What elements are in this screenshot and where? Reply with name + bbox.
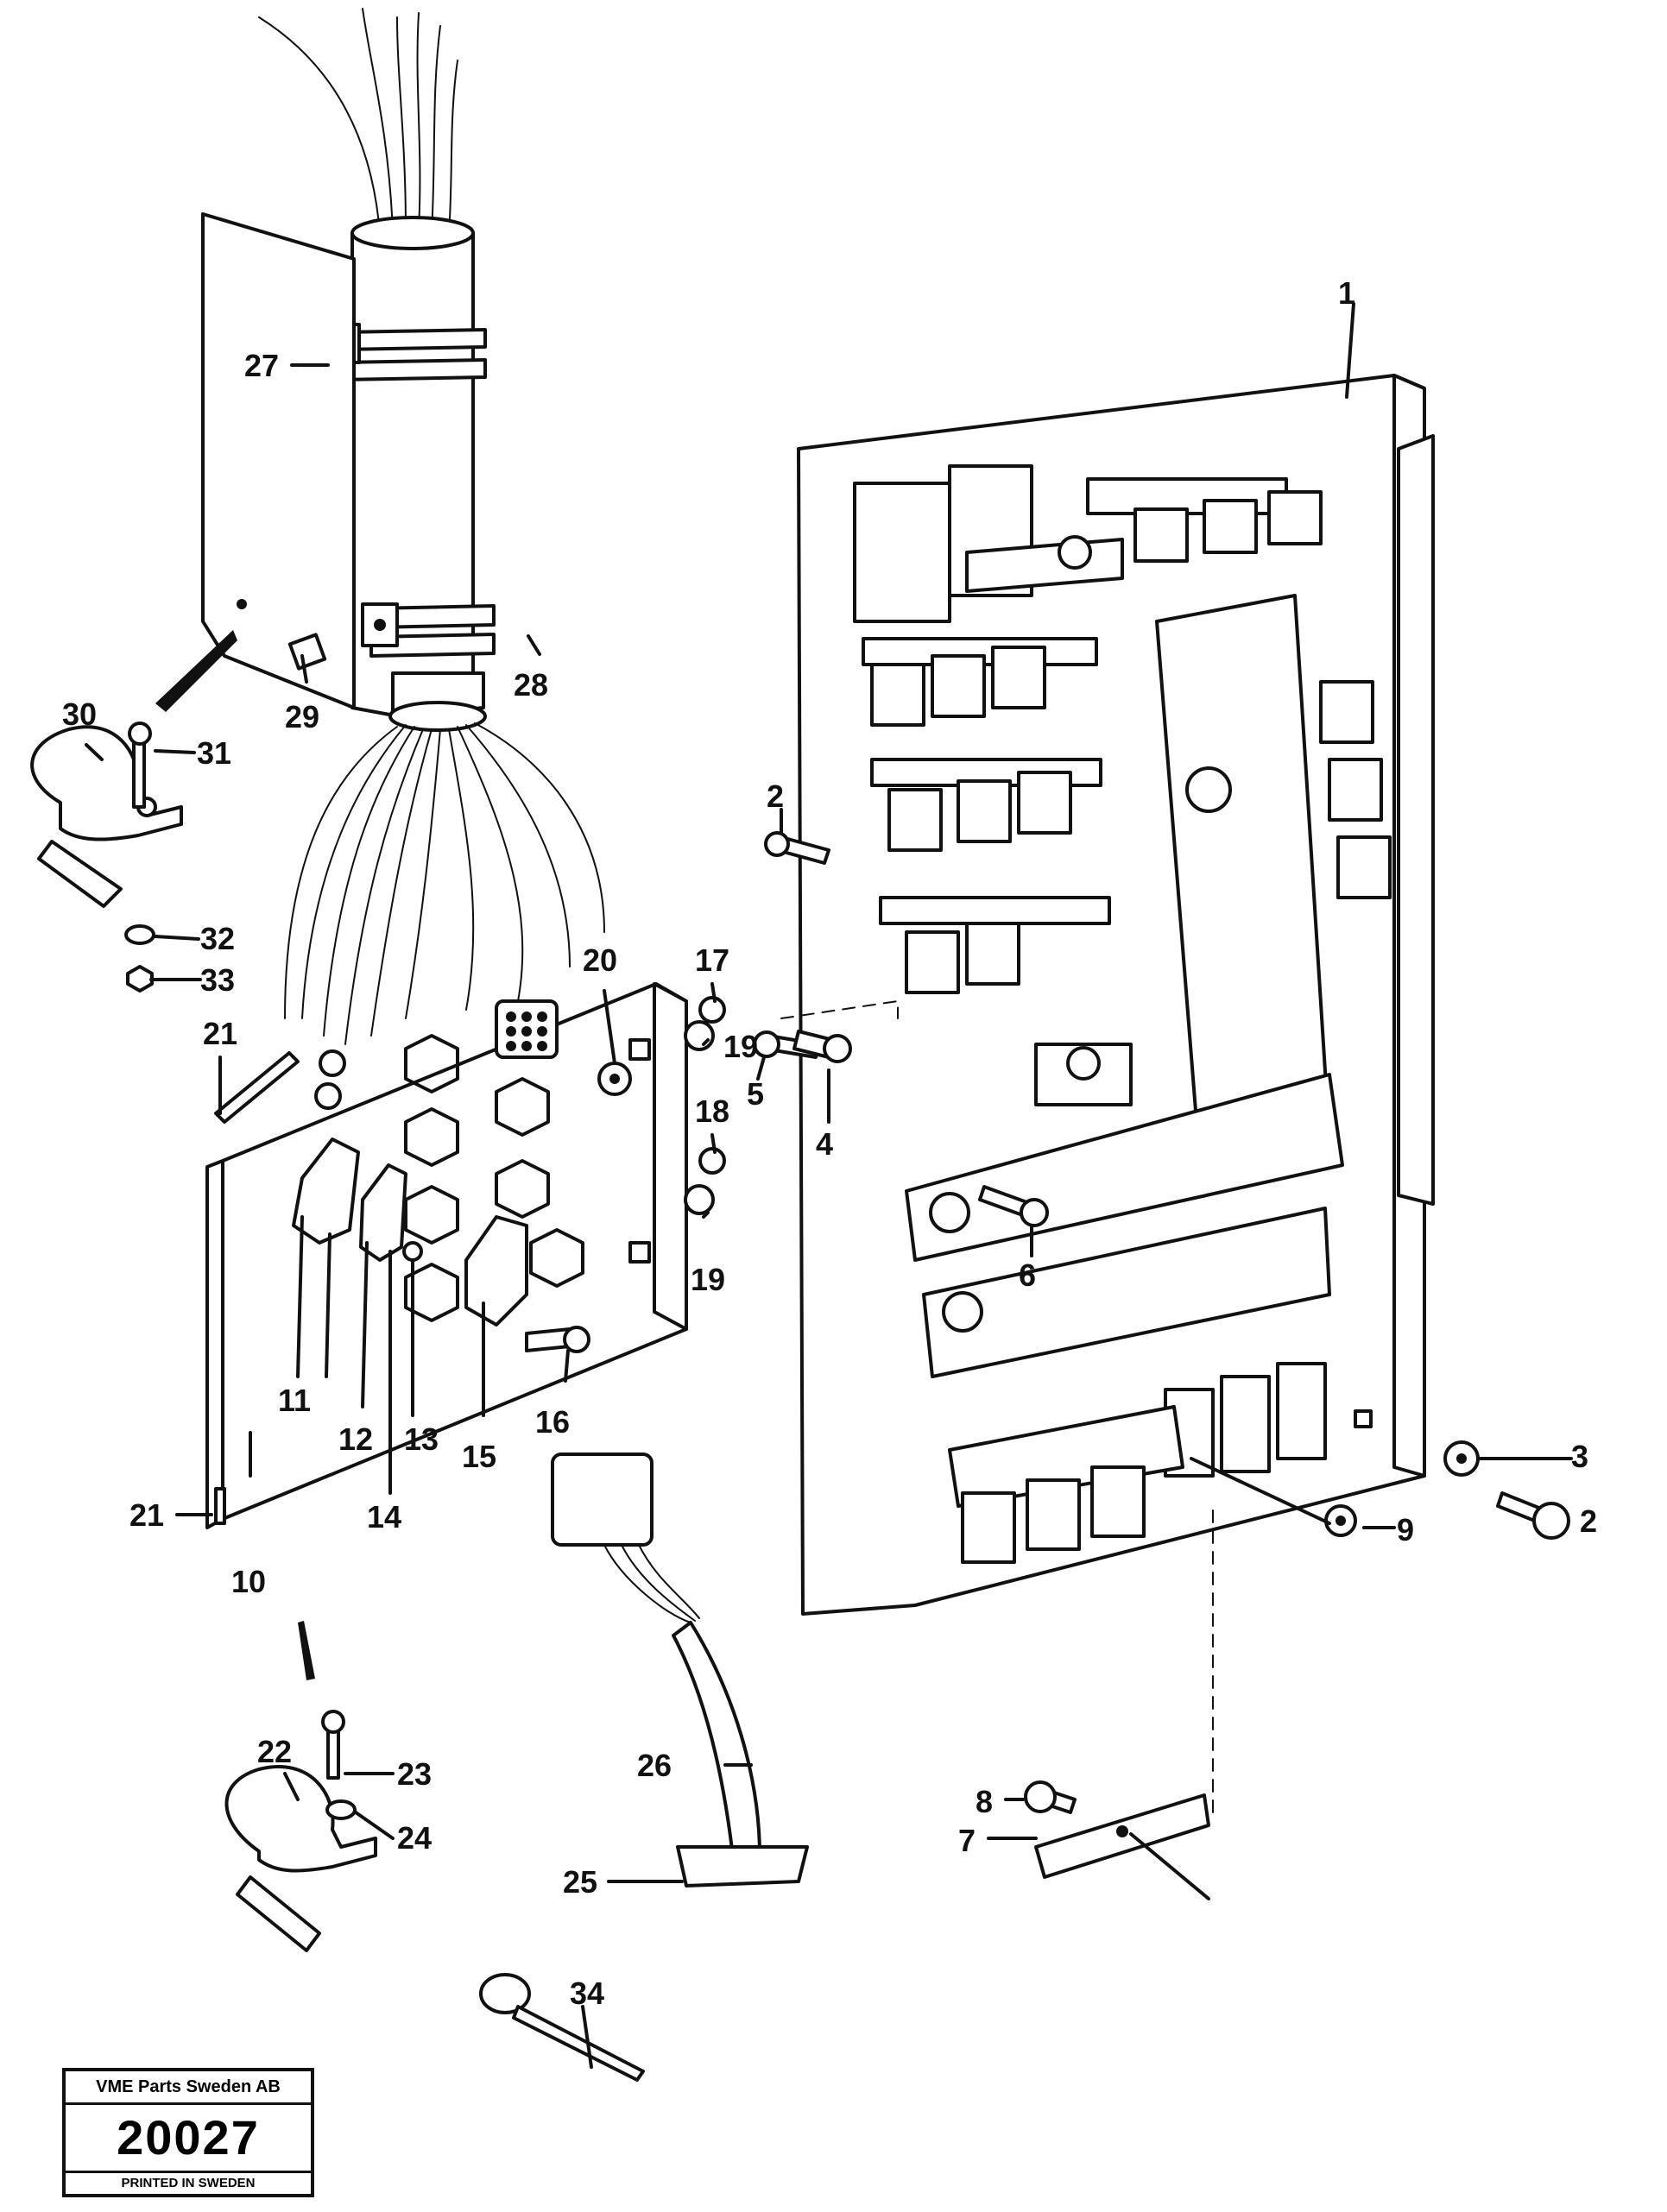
stamp-printed-note: PRINTED IN SWEDEN	[66, 2171, 311, 2194]
part-label-20: 20	[583, 942, 617, 978]
part-label-4: 4	[816, 1126, 833, 1162]
part-label-13: 13	[404, 1421, 439, 1457]
part-label-34: 34	[570, 1976, 604, 2011]
part-label-32: 32	[200, 921, 235, 956]
relay-board	[797, 374, 1435, 1616]
part-label-11: 11	[278, 1383, 311, 1418]
part-label-25: 25	[563, 1864, 597, 1900]
board-fasteners	[753, 831, 1570, 1540]
part-label-10: 10	[231, 1564, 266, 1599]
part-label-17: 17	[695, 942, 729, 978]
screws-connector	[597, 996, 726, 1215]
wire-harness	[551, 1453, 809, 1887]
strip-and-tie	[479, 1509, 1214, 2082]
part-label-7: 7	[958, 1823, 976, 1858]
part-label-18: 18	[695, 1093, 729, 1129]
part-label-27: 27	[244, 348, 279, 383]
part-label-2: 2	[767, 778, 784, 814]
drawing-stamp: VME Parts Sweden AB 20027 PRINTED IN SWE…	[62, 2068, 314, 2197]
part-label-3: 3	[1571, 1439, 1588, 1474]
part-label-15: 15	[462, 1439, 496, 1474]
cable-clamp-upper	[30, 722, 183, 993]
part-label-19: 19	[691, 1262, 725, 1297]
part-label-14: 14	[367, 1499, 401, 1535]
upper-bracket-plate	[155, 212, 356, 712]
part-label-21: 21	[129, 1497, 164, 1533]
part-label-28: 28	[514, 667, 548, 703]
part-label-9: 9	[1397, 1512, 1414, 1547]
connector-sockets	[404, 999, 584, 1322]
part-label-31: 31	[197, 735, 231, 771]
part-label-21: 21	[203, 1016, 237, 1051]
gaskets	[292, 1138, 590, 1353]
part-label-23: 23	[397, 1756, 432, 1792]
part-label-6: 6	[1019, 1257, 1036, 1293]
connector-plate	[205, 982, 688, 1680]
part-label-26: 26	[637, 1748, 672, 1783]
part-label-19: 19	[723, 1029, 758, 1064]
part-label-8: 8	[976, 1784, 993, 1819]
part-label-30: 30	[62, 696, 97, 732]
leader-lines	[85, 302, 1573, 2069]
part-label-5: 5	[747, 1076, 764, 1112]
stamp-drawing-number: 20027	[117, 2110, 260, 2165]
part-labels: 1 2 2 3 4 5 6 7 8 9 10 11 12 13 14 15 16…	[62, 275, 1597, 2011]
part-label-12: 12	[338, 1421, 373, 1457]
stamp-company: VME Parts Sweden AB	[66, 2071, 311, 2105]
part-label-29: 29	[285, 699, 319, 734]
cable-clamp-lower	[224, 1710, 377, 1952]
part-label-24: 24	[397, 1820, 432, 1856]
part-label-33: 33	[200, 962, 235, 998]
part-label-22: 22	[257, 1734, 292, 1769]
part-label-2: 2	[1580, 1503, 1597, 1539]
part-label-16: 16	[535, 1404, 570, 1440]
part-label-1: 1	[1338, 275, 1355, 311]
